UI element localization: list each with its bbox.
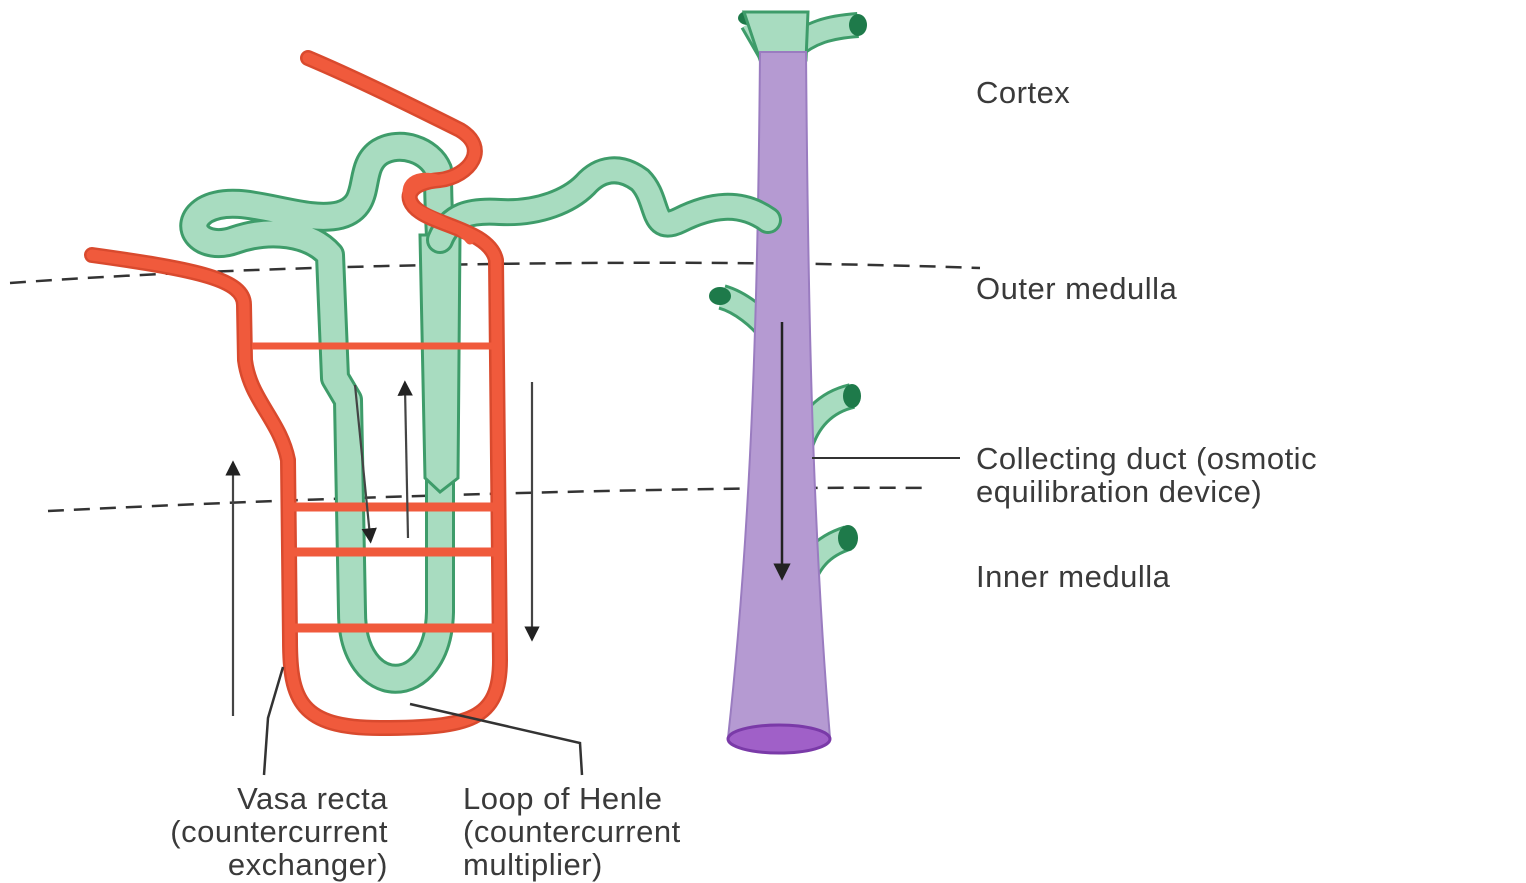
loop-of-henle-leader: [410, 704, 582, 775]
loop-ascending-arrow: [405, 388, 408, 538]
loop-of-henle-label-line2: (countercurrent: [463, 815, 681, 848]
loop-of-henle-label-line1: Loop of Henle: [463, 782, 681, 815]
inner-medulla-label: Inner medulla: [976, 560, 1170, 593]
vasa-recta-label: Vasa recta (countercurrent exchanger): [170, 782, 388, 881]
collecting-duct-label-line2: equilibration device): [976, 475, 1317, 508]
distal-tubule-fill: [440, 170, 768, 240]
duct-opening: [728, 725, 830, 753]
thick-ascending-limb: [420, 235, 460, 492]
duct-main-tube: [728, 52, 830, 738]
collecting-duct: [709, 11, 867, 753]
vasa-recta-label-line3: exchanger): [170, 848, 388, 881]
loop-of-henle: [194, 147, 768, 679]
collecting-duct-label-line1: Collecting duct (osmotic: [976, 442, 1317, 475]
collecting-duct-label: Collecting duct (osmotic equilibration d…: [976, 442, 1317, 508]
loop-of-henle-label-line3: multiplier): [463, 848, 681, 881]
vasa-recta-leader: [264, 667, 283, 775]
outer-medulla-label: Outer medulla: [976, 272, 1177, 305]
vasa-recta-label-line2: (countercurrent: [170, 815, 388, 848]
cortex-label: Cortex: [976, 76, 1070, 109]
vasa-recta-label-line1: Vasa recta: [170, 782, 388, 815]
loop-of-henle-label: Loop of Henle (countercurrent multiplier…: [463, 782, 681, 881]
